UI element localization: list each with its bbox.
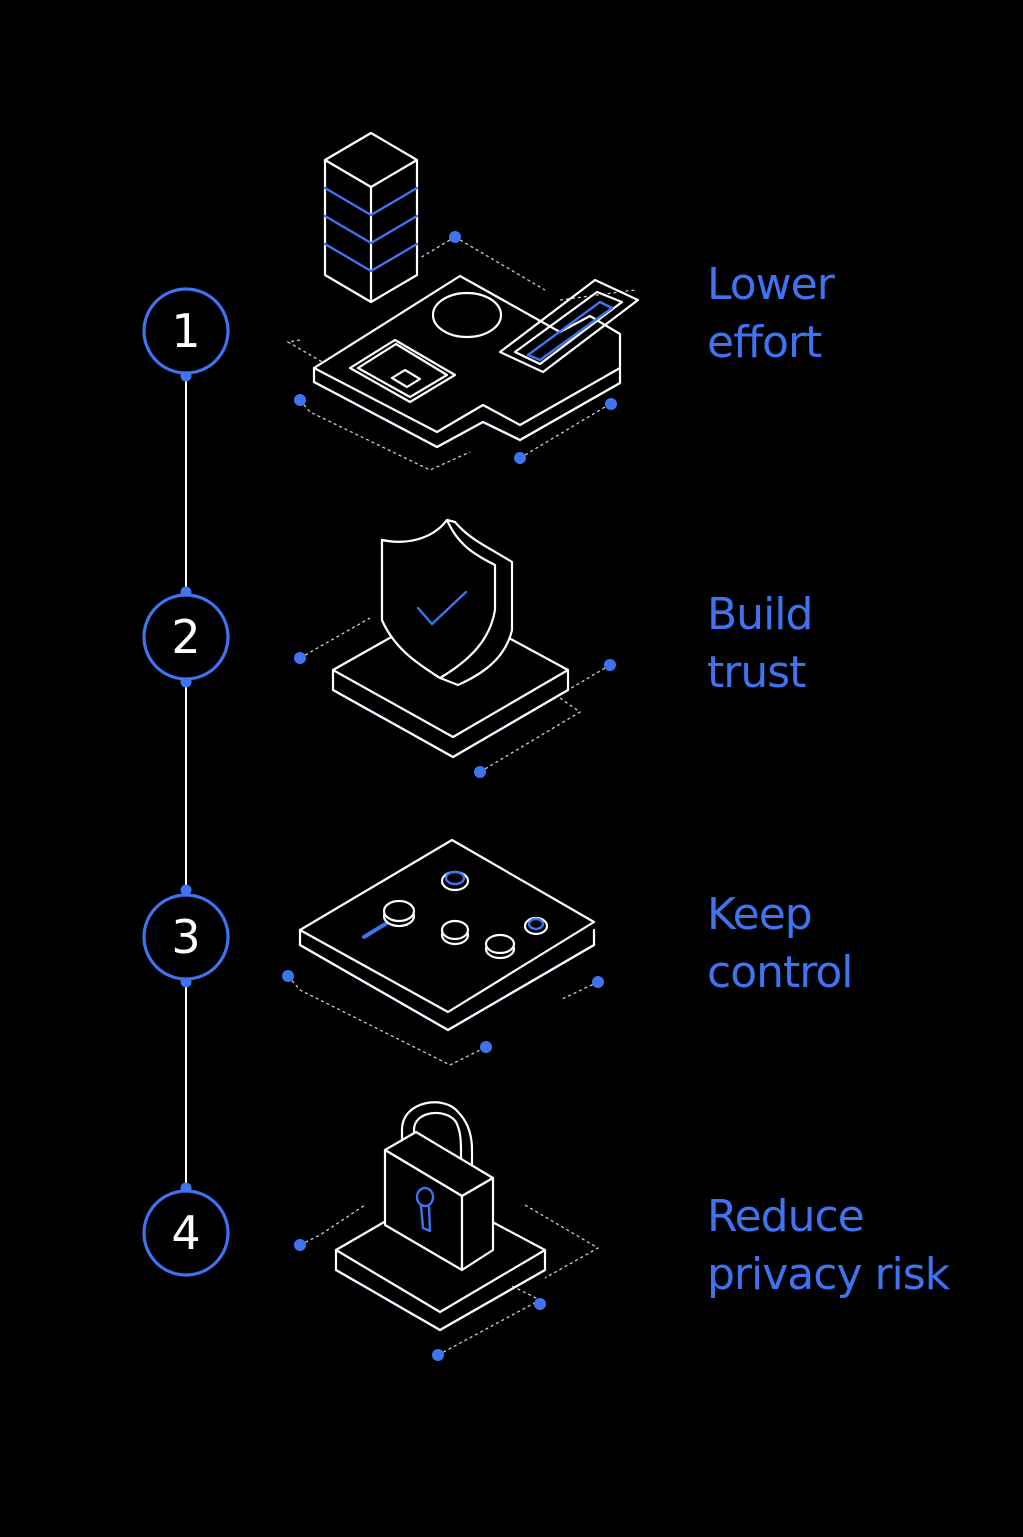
step-badge-4: 4	[142, 1189, 230, 1277]
step-label-2: Build trust	[707, 586, 1007, 702]
step-number: 2	[171, 610, 200, 664]
shield-check-icon	[294, 518, 616, 778]
step-badge-1: 1	[142, 287, 230, 375]
step-badge-2: 2	[142, 593, 230, 681]
step-label-line: Keep	[707, 889, 813, 940]
padlock-icon	[294, 1101, 600, 1361]
step-label-line: Lower	[707, 259, 835, 310]
timeline-node	[180, 884, 192, 896]
step-number: 3	[171, 910, 200, 964]
step-label-line: effort	[707, 317, 822, 368]
step-label-line: trust	[707, 647, 806, 698]
step-label-line: control	[707, 947, 854, 998]
step-label-line: Reduce	[707, 1191, 865, 1242]
step-label-line: Build	[707, 589, 813, 640]
step-label-line: privacy risk	[707, 1249, 950, 1300]
step-badge-3: 3	[142, 893, 230, 981]
step-label-4: Reduce privacy risk	[707, 1188, 1007, 1304]
timeline	[180, 370, 192, 1194]
step-label-1: Lower effort	[707, 256, 1007, 372]
step-number: 4	[171, 1206, 200, 1260]
step-number: 1	[171, 304, 200, 358]
sliders-icon	[282, 838, 604, 1066]
step-label-3: Keep control	[707, 886, 1007, 1002]
server-puzzle-platform-icon	[286, 131, 640, 471]
